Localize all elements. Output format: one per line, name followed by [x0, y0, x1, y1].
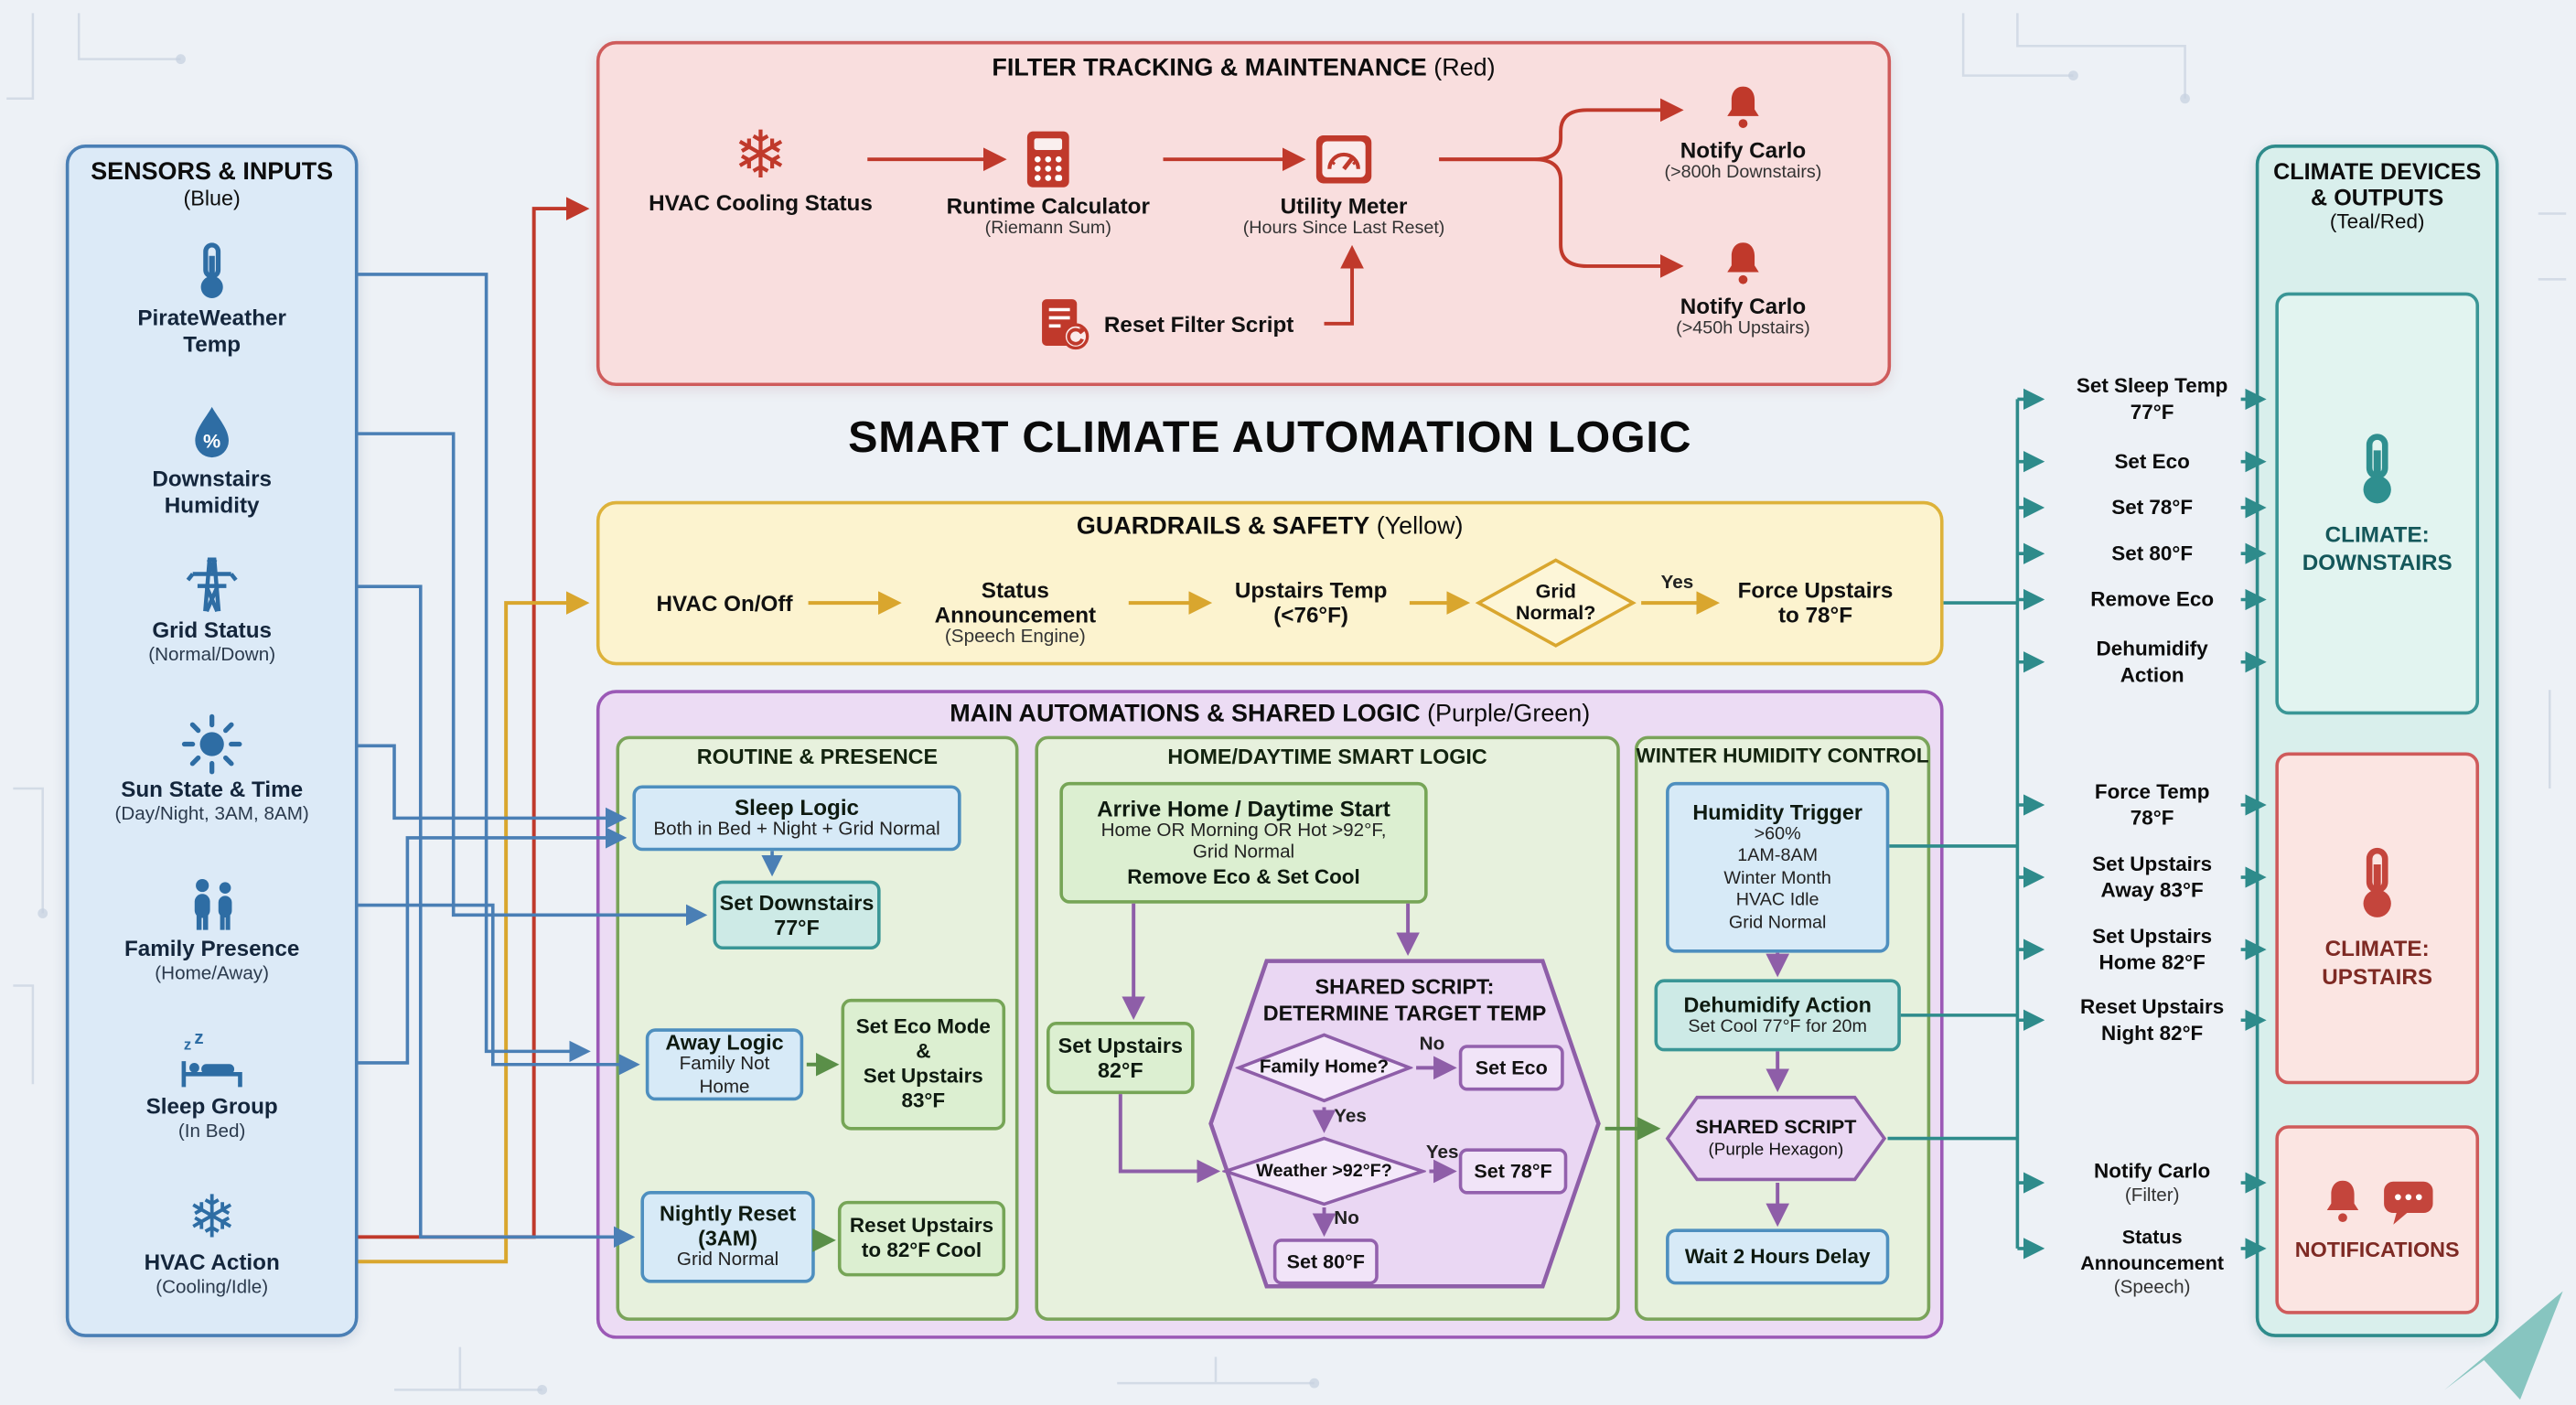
hexagon-title-line2: DETERMINE TARGET TEMP	[1262, 1000, 1547, 1025]
winter-shared-script-hexagon: SHARED SCRIPT (Purple Hexagon)	[1664, 1094, 1887, 1183]
hvac-onoff-node: HVAC On/Off	[656, 591, 793, 617]
thermometer-icon	[2341, 431, 2413, 509]
runtime-calculator-node: Runtime Calculator (Riemann Sum)	[941, 124, 1154, 240]
bell-icon	[1628, 79, 1858, 138]
set-upstairs-82-box: Set Upstairs 82°F	[1046, 1022, 1195, 1095]
climate-upstairs-box: CLIMATE: UPSTAIRS	[2275, 752, 2480, 1085]
set-78-box: Set 78°F	[1458, 1148, 1568, 1195]
sensor-sun-state-time: Sun State & Time (Day/Night, 3AM, 8AM)	[76, 712, 349, 827]
snowflake-icon: ❄	[187, 1183, 237, 1250]
notify-carlo-upstairs-node: Notify Carlo (>450h Upstairs)	[1628, 235, 1858, 340]
upstairs-temp-node: Upstairs Temp (<76°F)	[1234, 578, 1388, 628]
sleep-logic-box: Sleep Logic Both in Bed + Night + Grid N…	[632, 785, 961, 852]
humidity-icon: %	[76, 401, 349, 467]
yes-edge-label: Yes	[1425, 1142, 1459, 1164]
hexagon-title-line1: SHARED SCRIPT:	[1315, 973, 1495, 999]
dehumidify-action-box: Dehumidify Action Set Cool 77°F for 20m	[1654, 979, 1901, 1052]
wait-delay-box: Wait 2 Hours Delay	[1666, 1228, 1890, 1285]
arrive-home-box: Arrive Home / Daytime Start Home OR Morn…	[1059, 781, 1428, 904]
no-edge-label: No	[1419, 1035, 1445, 1055]
set-eco-box: Set Eco	[1458, 1045, 1564, 1091]
home-daytime-title: HOME/DAYTIME SMART LOGIC	[1167, 744, 1487, 769]
sensor-family-presence: Family Presence (Home/Away)	[76, 871, 349, 986]
svg-text:%: %	[203, 429, 220, 452]
grid-tower-icon	[76, 552, 349, 617]
diagram-title: SMART CLIMATE AUTOMATION LOGIC	[848, 412, 1692, 462]
climate-downstairs-box: CLIMATE: DOWNSTAIRS	[2275, 292, 2480, 715]
sensor-downstairs-humidity: % Downstairs Humidity	[76, 401, 349, 519]
thermometer-icon	[76, 240, 349, 306]
sensor-hvac-action: ❄ HVAC Action (Cooling/Idle)	[76, 1185, 349, 1300]
reset-script-icon	[1035, 295, 1094, 355]
main-panel-title: MAIN AUTOMATIONS & SHARED LOGIC (Purple/…	[950, 700, 1591, 728]
sun-icon	[76, 712, 349, 778]
hvac-cooling-status-node: ❄ HVAC Cooling Status	[646, 122, 875, 215]
sensor-pirateweather-temp: PirateWeather Temp	[76, 240, 349, 358]
set-eco-mode-box: Set Eco Mode & Set Upstairs 83°F	[841, 998, 1006, 1131]
guardrails-panel-title: GUARDRAILS & SAFETY (Yellow)	[1076, 512, 1464, 541]
devices-panel-title: CLIMATE DEVICES & OUTPUTS (Teal/Red)	[2273, 157, 2482, 234]
reset-filter-script-label: Reset Filter Script	[1103, 312, 1294, 338]
utility-meter-node: Utility Meter (Hours Since Last Reset)	[1220, 124, 1466, 240]
no-edge-label: No	[1334, 1208, 1359, 1229]
sensors-panel-title: SENSORS & INPUTS (Blue)	[66, 157, 359, 209]
filter-panel-title: FILTER TRACKING & MAINTENANCE (Red)	[992, 54, 1496, 82]
family-home-decision: Family Home?	[1235, 1032, 1413, 1104]
output-remove-eco: Remove Eco	[2090, 587, 2215, 612]
winter-humidity-title: WINTER HUMIDITY CONTROL	[1636, 744, 1929, 767]
calculator-icon	[941, 124, 1154, 193]
humidity-trigger-box: Humidity Trigger >60% 1AM-8AM Winter Mon…	[1666, 781, 1890, 953]
set-80-box: Set 80°F	[1272, 1239, 1379, 1285]
output-set-78: Set 78°F	[2111, 496, 2194, 520]
svg-text:z: z	[184, 1035, 191, 1053]
sensors-subtitle-text: (Blue)	[183, 185, 241, 210]
guardrails-safety-panel	[596, 500, 1944, 666]
shared-script-hexagon: SHARED SCRIPT: DETERMINE TARGET TEMP	[1208, 958, 1602, 1290]
svg-text:z: z	[194, 1032, 203, 1048]
bell-icon	[1628, 235, 1858, 295]
sensors-title-text: SENSORS & INPUTS	[91, 157, 334, 186]
grid-normal-decision: Grid Normal?	[1475, 557, 1637, 649]
notify-carlo-downstairs-node: Notify Carlo (>800h Downstairs)	[1628, 79, 1858, 184]
utility-meter-icon	[1220, 124, 1466, 193]
output-status-announcement: Status Announcement(Speech)	[2080, 1225, 2225, 1298]
notifications-box: NOTIFICATIONS	[2275, 1125, 2480, 1314]
speech-bubble-icon	[2380, 1178, 2436, 1228]
output-notify-carlo: Notify Carlo(Filter)	[2094, 1159, 2211, 1207]
reset-upstairs-box: Reset Upstairs to 82°F Cool	[837, 1200, 1006, 1277]
status-announcement-node: Status Announcement (Speech Engine)	[934, 578, 1097, 648]
output-set-80: Set 80°F	[2111, 542, 2194, 565]
away-logic-box: Away Logic Family Not Home	[645, 1028, 804, 1101]
routine-presence-title: ROUTINE & PRESENCE	[696, 744, 939, 769]
output-set-eco: Set Eco	[2114, 450, 2190, 474]
sensor-grid-status: Grid Status (Normal/Down)	[76, 552, 349, 667]
set-downstairs-77-box: Set Downstairs 77°F	[713, 880, 881, 950]
thermometer-icon	[2341, 846, 2413, 925]
force-upstairs-node: Force Upstairs to 78°F	[1737, 578, 1894, 628]
bell-icon	[2318, 1176, 2367, 1228]
family-icon	[76, 871, 349, 937]
nightly-reset-box: Nightly Reset (3AM) Grid Normal	[640, 1191, 815, 1283]
weather-decision: Weather >92°F?	[1222, 1135, 1426, 1207]
yes-edge-label: Yes	[1660, 573, 1694, 594]
yes-edge-label: Yes	[1334, 1107, 1367, 1128]
snowflake-icon: ❄	[733, 120, 789, 193]
